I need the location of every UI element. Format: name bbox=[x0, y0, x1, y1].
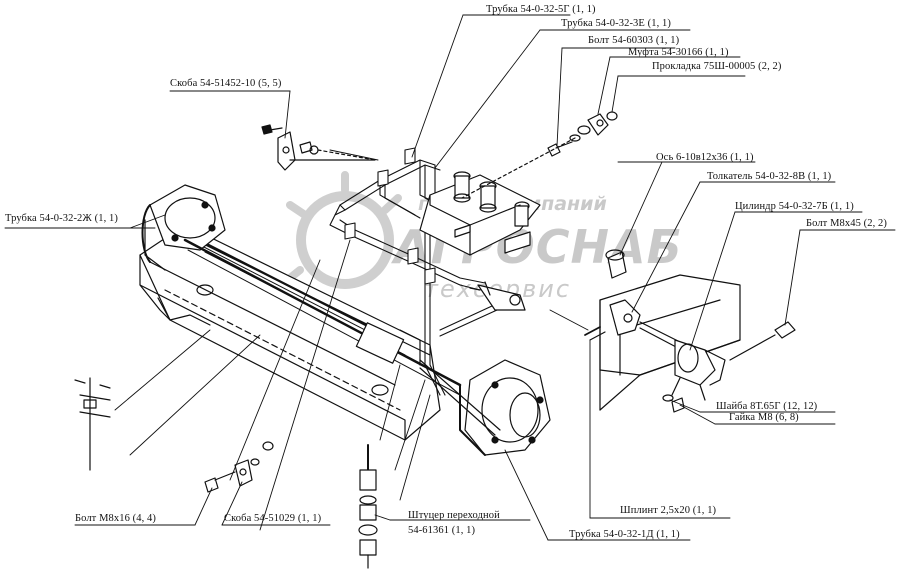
label-tube-3e: Трубка 54-0-32-3Е (1, 1) bbox=[561, 18, 671, 29]
bolt-m8x45 bbox=[729, 321, 796, 361]
label-tube-2zh: Трубка 54-0-32-2Ж (1, 1) bbox=[5, 213, 118, 224]
left-hub bbox=[141, 184, 226, 271]
label-cotter: Шплинт 2,5х20 (1, 1) bbox=[620, 505, 717, 516]
tube-clamps bbox=[344, 147, 436, 285]
adapter-fitting-stack bbox=[358, 444, 378, 569]
label-fitting-name: Штуцер переходной bbox=[408, 510, 500, 521]
tee-fitting bbox=[469, 281, 526, 311]
watermark-gear bbox=[281, 171, 402, 289]
leader-lines bbox=[4, 14, 896, 541]
label-bolt-m8x45: Болт М8х45 (2, 2) bbox=[806, 218, 887, 229]
label-gasket: Прокладка 75Ш-00005 (2, 2) bbox=[652, 61, 782, 72]
label-bolt-60303: Болт 54-60303 (1, 1) bbox=[588, 35, 680, 46]
tube-1d-run bbox=[419, 359, 501, 436]
cotter-pin bbox=[584, 326, 606, 341]
right-hub bbox=[459, 359, 551, 456]
frame-bracket bbox=[599, 274, 741, 411]
valve-block bbox=[419, 171, 541, 256]
label-bracket-51029: Скоба 54-51029 (1, 1) bbox=[224, 513, 322, 524]
label-bolt-m8x16: Болт М8х16 (4, 4) bbox=[75, 513, 156, 524]
bracket-51452-exploded bbox=[261, 124, 376, 171]
banjo-fitting-exploded bbox=[461, 111, 618, 199]
label-nut: Гайка М8 (6, 8) bbox=[729, 412, 799, 423]
bolt-stack-left bbox=[74, 377, 111, 471]
label-axle: Ось 6-10в12х36 (1, 1) bbox=[656, 152, 754, 163]
label-cylinder: Цилиндр 54-0-32-7Б (1, 1) bbox=[735, 201, 854, 212]
label-tube-1d: Трубка 54-0-32-1Д (1, 1) bbox=[569, 529, 680, 540]
washer-nut bbox=[662, 394, 685, 413]
label-pusher: Толкатель 54-0-32-8В (1, 1) bbox=[707, 171, 832, 182]
brake-cylinder bbox=[671, 339, 726, 401]
pusher-clevis bbox=[609, 299, 681, 349]
axle-pin bbox=[605, 249, 627, 279]
label-washer: Шайба 8Т.65Г (12, 12) bbox=[716, 401, 818, 412]
label-fitting-code: 54-61361 (1, 1) bbox=[408, 525, 476, 536]
label-tube-5g: Трубка 54-0-32-5Г (1, 1) bbox=[486, 4, 596, 15]
bracket-51029-exploded bbox=[204, 441, 274, 493]
label-bracket-51452: Скоба 54-51452-10 (5, 5) bbox=[170, 78, 282, 89]
label-coupling: Муфта 54-30166 (1, 1) bbox=[628, 47, 729, 58]
